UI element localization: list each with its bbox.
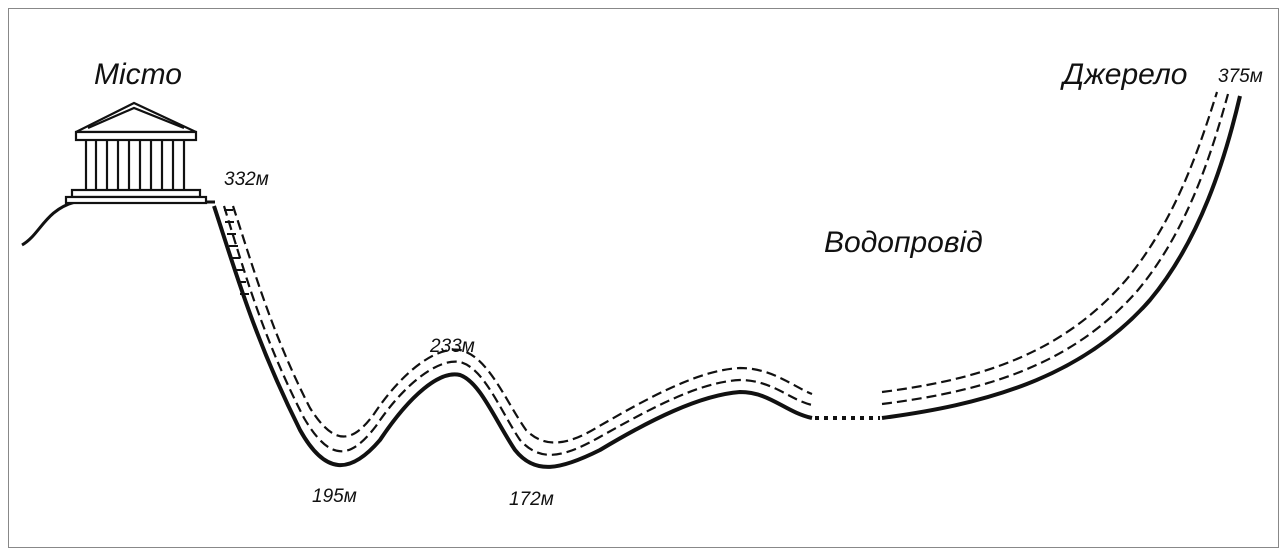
height-label-valley-left: 195м [312,486,357,507]
height-label-peak: 233м [429,336,475,357]
height-label-source: 375м [1218,66,1263,87]
source-label: Джерело [1060,58,1187,91]
diagram-frame [8,8,1279,548]
city-hill [21,200,215,247]
city-label: Місто [94,58,182,91]
aqueduct-pipe-left [212,205,813,469]
aqueduct-diagram: Місто Джерело Водопровід 332м 233м 195м … [21,58,1263,510]
aqueduct-label: Водопровід [824,226,983,259]
aqueduct-pipe-right [881,91,1242,420]
temple-icon [64,101,208,205]
height-label-city: 332м [224,169,269,190]
height-label-valley-right: 172м [509,489,554,510]
